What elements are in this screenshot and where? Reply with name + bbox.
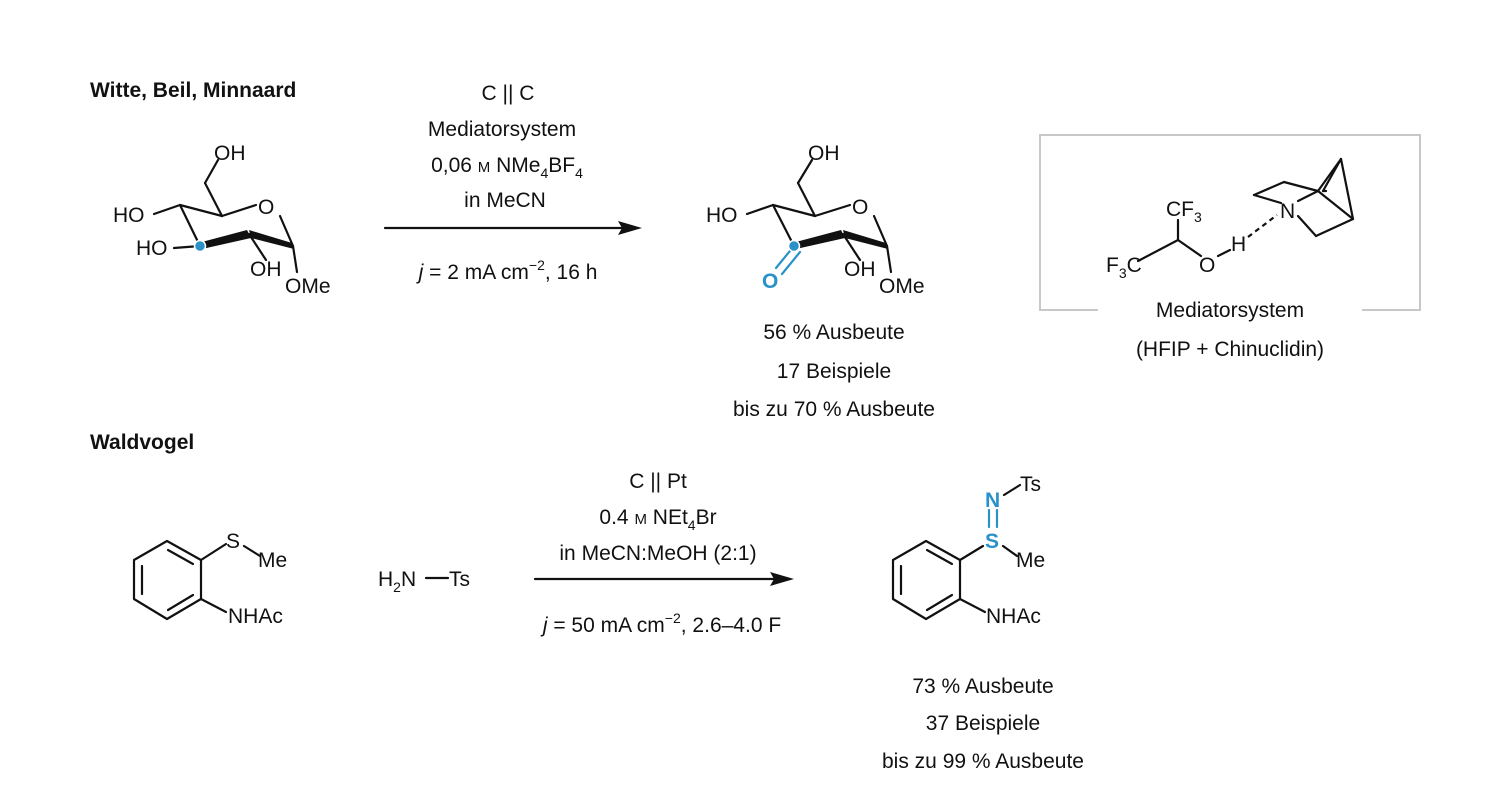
mediator-caption-1: Mediatorsystem xyxy=(1156,299,1304,322)
bottom-solvent: in MeCN:MeOH (2:1) xyxy=(559,542,756,565)
prod-nhac: NHAc xyxy=(986,605,1041,628)
top-authors: Witte, Beil, Minnaard xyxy=(90,79,296,102)
prod-ring-o: O xyxy=(852,196,868,219)
bottom-electrodes: C || Pt xyxy=(629,470,687,493)
bottom-yield: 73 % Ausbeute xyxy=(912,675,1053,698)
sm-s: S xyxy=(226,530,240,553)
prod-keto-o: O xyxy=(762,270,778,293)
sm-oh6: OH xyxy=(214,142,246,165)
sm-ho3: HO xyxy=(136,237,168,260)
sm-ome: OMe xyxy=(285,275,331,298)
bottom-max-yield: bis zu 99 % Ausbeute xyxy=(882,750,1084,773)
top-mediator-label: Mediatorsystem xyxy=(428,118,576,141)
prod-s: S xyxy=(985,530,999,553)
prod-n: N xyxy=(985,489,1000,512)
mediator-caption-2: (HFIP + Chinuclidin) xyxy=(1136,338,1324,361)
prod-ho4: HO xyxy=(706,204,738,227)
top-electrolyte: 0,06 M NMe4BF4 xyxy=(431,154,583,181)
mediator-n: N xyxy=(1280,200,1295,223)
bottom-examples: 37 Beispiele xyxy=(926,712,1040,735)
top-electrodes: C || C xyxy=(482,82,535,105)
prod-oh6: OH xyxy=(808,142,840,165)
sulfonamide-reagent: H2N Ts xyxy=(378,568,470,595)
mediator-h: H xyxy=(1231,233,1246,256)
bottom-current-density: j = 50 mA cm−2, 2.6–4.0 F xyxy=(540,610,781,637)
bottom-author: Waldvogel xyxy=(90,431,194,454)
top-examples: 17 Beispiele xyxy=(777,360,891,383)
svg-text:Ts: Ts xyxy=(449,568,470,591)
mediator-o: O xyxy=(1199,254,1215,277)
sulfilimine-product: N Ts S Me NHAc xyxy=(891,473,1045,628)
sm-oh2: OH xyxy=(250,258,282,281)
ketoglucoside-product: O OH O HO OH OMe xyxy=(706,142,925,298)
top-solvent: in MeCN xyxy=(464,189,546,212)
sm-ho4: HO xyxy=(113,204,145,227)
prod-ts: Ts xyxy=(1020,473,1041,496)
prod-ome: OMe xyxy=(879,275,925,298)
bottom-reaction-arrow xyxy=(533,572,794,586)
prod-oh2: OH xyxy=(844,258,876,281)
mediator-f3c: F3C xyxy=(1106,254,1142,281)
mediator-cf3: CF3 xyxy=(1166,198,1202,225)
thioether-starting-material: S Me NHAc xyxy=(132,530,287,628)
top-yield: 56 % Ausbeute xyxy=(763,321,904,344)
bottom-electrolyte: 0.4 M NEt4Br xyxy=(599,506,716,533)
top-reaction-arrow xyxy=(383,221,642,235)
sm-ring-o: O xyxy=(258,196,274,219)
sm-nhac: NHAc xyxy=(228,605,283,628)
top-max-yield: bis zu 70 % Ausbeute xyxy=(733,398,935,421)
top-current-density: j = 2 mA cm−2, 16 h xyxy=(416,257,598,284)
prod-me: Me xyxy=(1016,549,1045,572)
glucoside-starting-material: OH O HO HO OH OMe xyxy=(113,142,331,298)
svg-text:H2N: H2N xyxy=(378,568,416,595)
mediator-box: CF3 F3C O H N Mediatorsystem (HFIP + Chi… xyxy=(1039,134,1421,361)
sm-me: Me xyxy=(258,549,287,572)
